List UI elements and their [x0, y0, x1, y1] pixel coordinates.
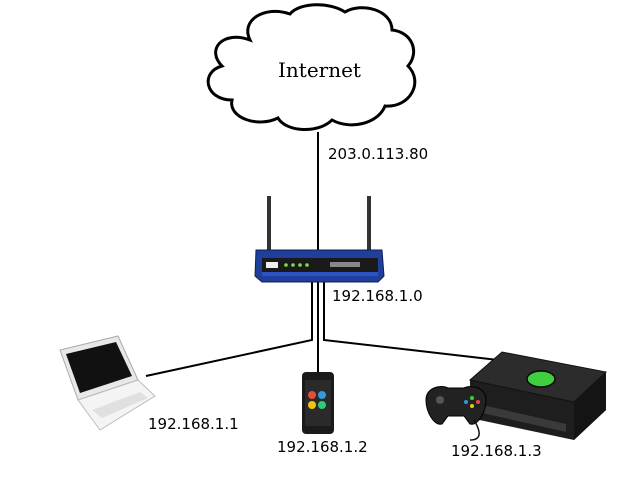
wan-ip-label: 203.0.113.80	[328, 145, 429, 163]
link-laptop	[145, 278, 313, 377]
laptop-ip-label: 192.168.1.1	[148, 415, 239, 433]
laptop-icon	[59, 335, 156, 431]
phone-ip-label: 192.168.1.2	[277, 438, 368, 456]
internet-cloud-icon	[206, 3, 417, 132]
internet-label: Internet	[278, 58, 361, 82]
console-ip-label: 192.168.1.3	[451, 442, 542, 460]
link-console	[323, 278, 499, 361]
smartphone-icon	[302, 372, 334, 434]
router-ip-label: 192.168.1.0	[332, 287, 423, 305]
game-console-icon	[425, 351, 608, 441]
router-icon	[254, 196, 385, 283]
connection-lines	[145, 132, 499, 377]
